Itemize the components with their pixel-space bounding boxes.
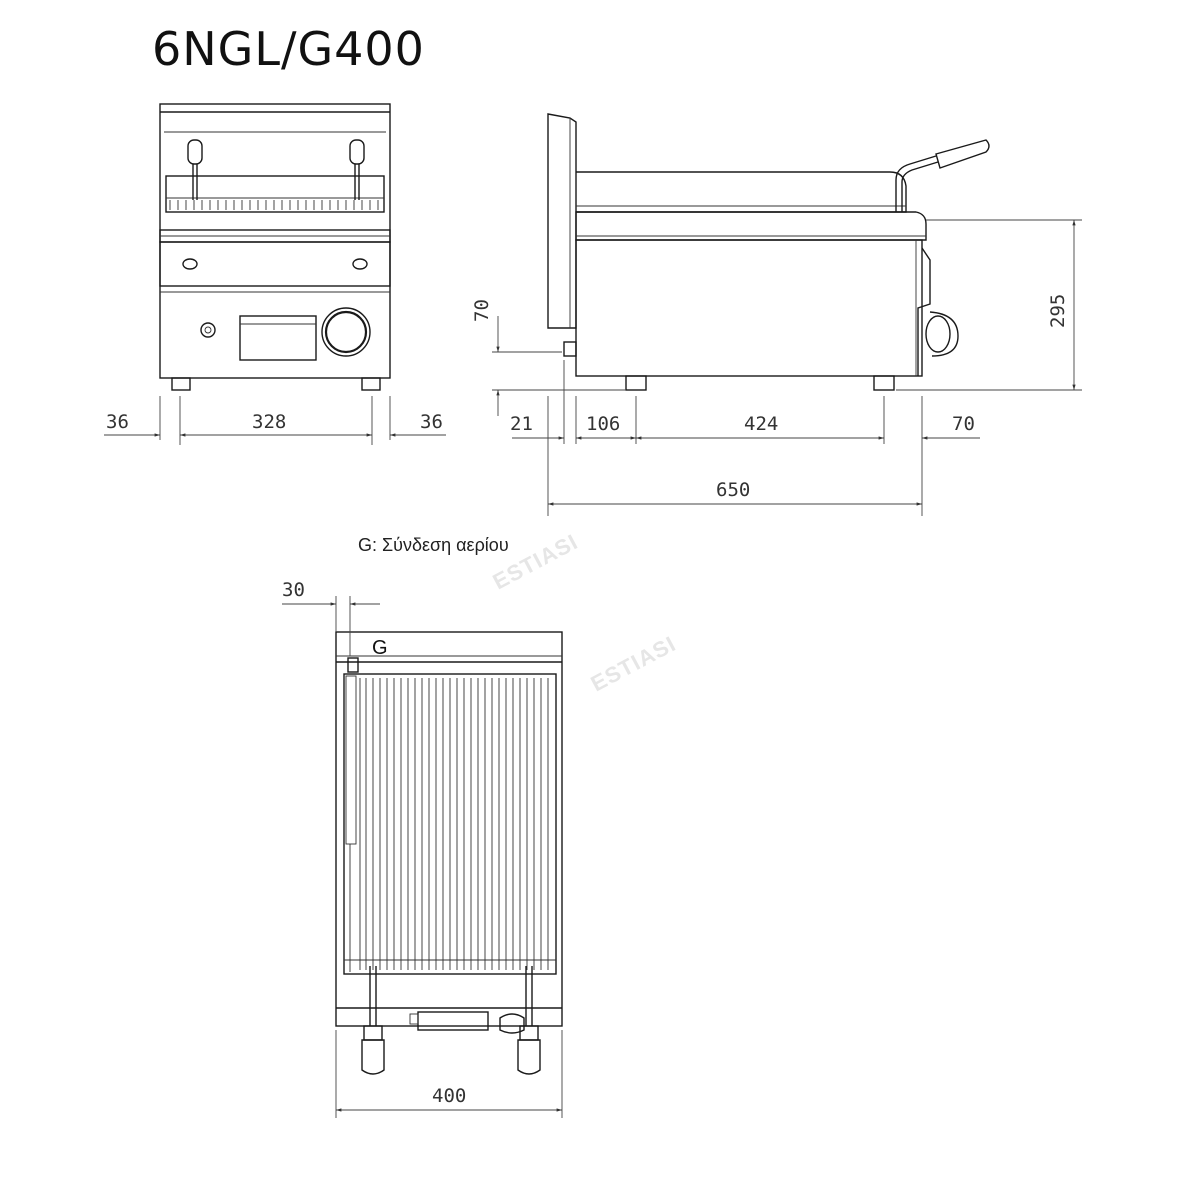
dim-side-foot-offset: 106 [586,413,620,435]
dim-side-height: 295 [1047,294,1069,328]
front-flame-window [239,315,317,361]
top-burner-box [417,1011,489,1031]
dim-top-gas-offset: 30 [282,579,305,601]
front-view [104,103,446,445]
dim-side-foot-span: 424 [744,413,778,435]
top-view [282,596,563,1118]
dim-front-left-margin: 36 [106,411,129,433]
watermark-2: ESTIASI [587,631,680,697]
side-front-foot [873,375,895,391]
front-right-handle-icon [349,139,365,200]
front-left-indicator-icon [182,258,198,270]
top-grill-bars [359,678,549,970]
dim-side-total-depth: 650 [716,479,750,501]
front-left-handle-icon [187,139,203,200]
control-knob-icon [321,307,371,357]
dim-front-right-margin: 36 [420,411,443,433]
top-gas-connection [347,657,359,673]
top-left-handle-icon [361,966,385,1075]
side-view [492,113,1082,516]
gas-connection-label: G [372,637,388,659]
dim-side-gas-height: 70 [471,299,493,322]
drawing-title: 6NGL/G400 [152,22,425,76]
front-right-foot [361,377,381,391]
dim-top-width: 400 [432,1085,466,1107]
side-back-foot [625,375,647,391]
gas-connection-legend: G: Σύνδεση αερίου [358,535,509,555]
front-left-foot [171,377,191,391]
side-knob-icon [929,311,959,357]
dim-front-width: 328 [252,411,286,433]
side-gas-connection [563,341,577,357]
watermark-1: ESTIASI [489,529,582,595]
dim-side-front-overhang: 70 [952,413,975,435]
side-handle-icon [895,139,990,212]
top-right-handle-icon [517,966,541,1075]
front-grill-teeth [169,200,379,210]
top-knob-icon [499,1013,525,1034]
front-right-indicator-icon [352,258,368,270]
dim-side-back-offset: 21 [510,413,533,435]
pilot-ignition-icon [200,322,216,338]
